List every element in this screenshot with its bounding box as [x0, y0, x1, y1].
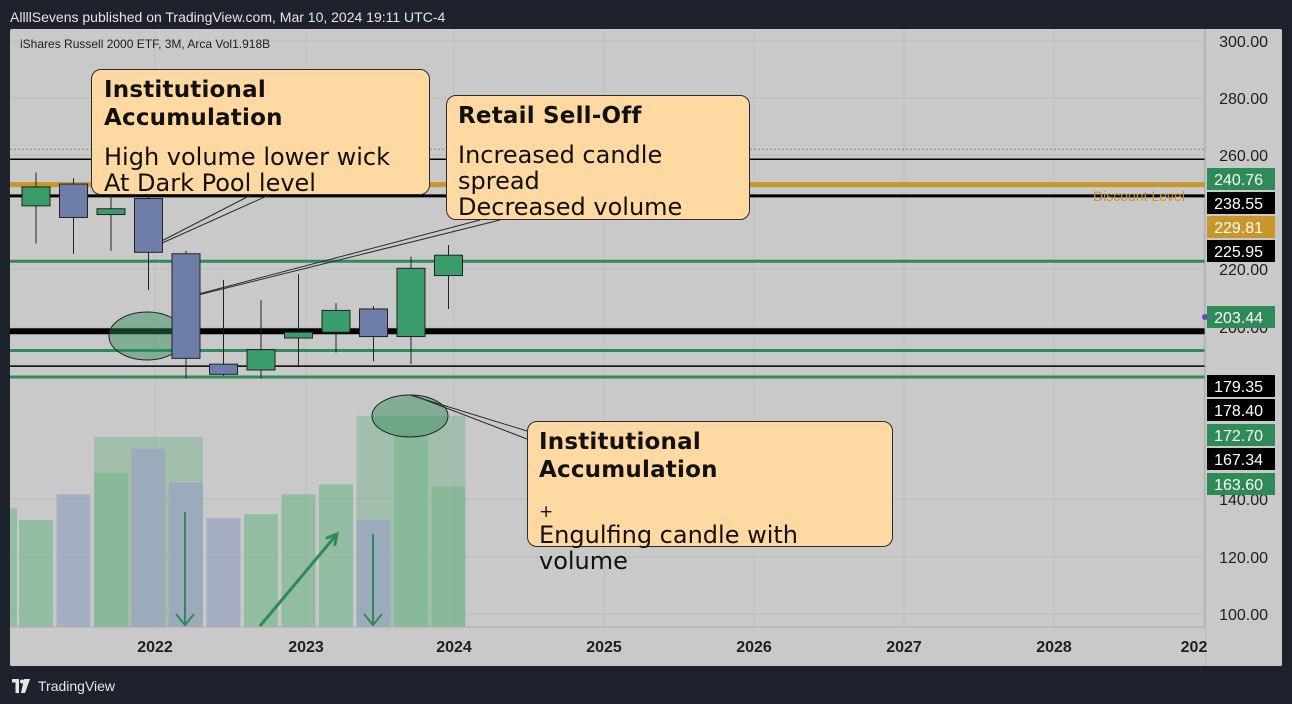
callout-pointer: [409, 394, 528, 432]
volume-bar: [10, 508, 17, 627]
volume-bar: [431, 486, 466, 627]
callout-plus: +: [539, 502, 554, 522]
price-tag: [1207, 306, 1275, 328]
callout-pointer: [150, 194, 270, 249]
callout-title: Institutional Accumulation: [104, 77, 283, 131]
y-tick-label: 120.00: [1219, 550, 1268, 567]
candle-body: [21, 186, 51, 207]
candle-body: [359, 308, 388, 338]
price-tag-label: 203.44: [1214, 310, 1263, 327]
price-tag: [1207, 240, 1275, 262]
volume-up-arrow-head: [325, 531, 340, 547]
volume-down-arrow-head: [175, 613, 195, 627]
candle-body: [434, 254, 463, 277]
x-tick-label: 2026: [736, 639, 772, 656]
callout-pointer: [147, 194, 252, 249]
candle-body: [321, 309, 351, 333]
callout-pointer: [189, 219, 501, 298]
callout-line: Decreased volume: [458, 193, 683, 221]
volume-up-arrow: [258, 533, 339, 627]
y-tick-label: 100.00: [1219, 607, 1268, 624]
price-tag-label: 163.60: [1214, 477, 1263, 494]
x-tick-label: 202: [1181, 639, 1208, 656]
price-tag-label: 167.34: [1214, 452, 1263, 469]
candle-body: [284, 331, 313, 339]
price-tag: [1207, 375, 1275, 397]
volume-bar: [206, 518, 241, 627]
volume-down-arrow-head: [363, 613, 383, 627]
x-tick-label: 2025: [586, 639, 622, 656]
price-tag-label: 238.55: [1214, 196, 1263, 213]
price-tag-label: 240.76: [1214, 172, 1263, 189]
callout-line: Engulfing candle with volume: [539, 521, 799, 575]
volume-bar: [19, 520, 53, 627]
volume-bar: [319, 484, 353, 627]
price-tag-label: 172.70: [1214, 428, 1263, 445]
x-tick-label: 2023: [288, 639, 324, 656]
volume-bar: [131, 448, 166, 627]
publisher-header: AllllSevens published on TradingView.com…: [10, 9, 446, 25]
discount-level-label: Discount Level: [1093, 188, 1185, 204]
candle-body: [171, 253, 201, 359]
volume-bar: [244, 514, 278, 627]
time-axis: [10, 627, 1205, 666]
price-tag-label: 229.81: [1214, 220, 1263, 237]
x-tick-label: 2028: [1036, 639, 1072, 656]
candle-body: [134, 198, 163, 253]
last-price-marker: [1202, 314, 1208, 320]
y-tick-label: 140.00: [1219, 492, 1268, 509]
highlight-ellipse: [371, 394, 449, 438]
price-axis: [1205, 29, 1282, 666]
volume-bar: [56, 494, 91, 627]
price-tag-label: 179.35: [1214, 379, 1263, 396]
callout-pointer: [414, 395, 528, 440]
price-tag: [1207, 192, 1275, 214]
price-tag: [1207, 216, 1275, 238]
price-tag-label: 178.40: [1214, 403, 1263, 420]
callout-institutional-accumulation-1: Institutional Accumulation High volume l…: [91, 69, 430, 197]
price-tag: [1207, 168, 1275, 190]
tradingview-logo-icon: [12, 679, 30, 693]
footer-brand: TradingView: [38, 678, 116, 694]
callout-line: High volume lower wick: [104, 143, 390, 171]
y-tick-label: 280.00: [1219, 91, 1268, 108]
callout-title: Institutional Accumulation: [539, 429, 718, 483]
callout-pointer: [186, 219, 481, 298]
candlestick-chart[interactable]: 300.00280.00260.00220.00200.00140.00120.…: [10, 29, 1282, 666]
callout-institutional-accumulation-2: Institutional Accumulation + Engulfing c…: [527, 421, 893, 574]
candle-body: [59, 183, 88, 218]
callout-title: Retail Sell-Off: [458, 103, 642, 129]
x-tick-label: 2027: [886, 639, 922, 656]
price-tag: [1207, 399, 1275, 421]
candle-body: [96, 208, 126, 216]
y-tick-label: 220.00: [1219, 262, 1268, 279]
callout-retail-sell-off: Retail Sell-Off Increased candle spread …: [446, 95, 750, 220]
volume-bar: [281, 494, 316, 627]
y-tick-label: 260.00: [1219, 148, 1268, 165]
price-tag-label: 225.95: [1214, 244, 1263, 261]
footer: TradingView: [10, 674, 115, 698]
candle-body: [209, 363, 238, 375]
x-tick-label: 2024: [436, 639, 472, 656]
x-tick-label: 2022: [137, 639, 173, 656]
price-tag: [1207, 448, 1275, 470]
callout-line: Increased candle spread: [458, 141, 663, 195]
y-tick-label: 300.00: [1219, 34, 1268, 51]
volume-bar: [94, 472, 128, 627]
candle-body: [396, 267, 426, 338]
price-tag: [1207, 424, 1275, 446]
candle-body: [246, 349, 276, 371]
price-tag: [1207, 473, 1275, 495]
volume-bar: [394, 434, 428, 627]
symbol-label: iShares Russell 2000 ETF, 3M, Arca Vol1.…: [20, 37, 271, 51]
callout-line: At Dark Pool level: [104, 169, 316, 197]
